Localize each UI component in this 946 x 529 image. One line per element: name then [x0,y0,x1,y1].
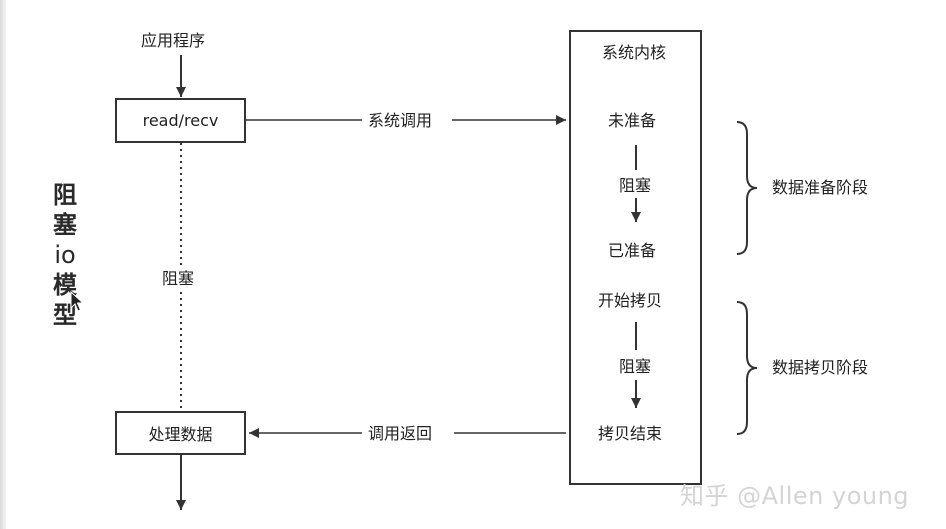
kernel-box [569,30,702,485]
kernel-blocked-2: 阻塞 [619,357,652,376]
kernel-not-ready: 未准备 [608,111,657,130]
kernel-start-copy: 开始拷贝 [598,291,663,310]
kernel-title: 系统内核 [602,43,667,62]
brace-copy [736,301,758,435]
syscall-label: 系统调用 [368,111,433,130]
process-data-label: 处理数据 [148,425,213,444]
kernel-blocked-1: 阻塞 [619,176,652,195]
kernel-copy-done: 拷贝结束 [598,424,663,443]
kernel-ready: 已准备 [608,241,657,260]
read-recv-label: read/recv [142,111,219,130]
app-label: 应用程序 [141,31,206,50]
left-edge-strip [0,0,6,529]
side-title: 阻 塞 io 模 型 [52,180,78,330]
side-title-char: io [54,241,76,269]
side-title-char: 阻 [53,181,77,209]
phase-prepare-label: 数据准备阶段 [772,178,869,197]
read-recv-box: read/recv [115,98,246,143]
blocked-label: 阻塞 [162,269,195,288]
watermark: 知乎 @Allen young [680,482,910,510]
return-label: 调用返回 [368,424,433,443]
mouse-cursor-icon [70,291,84,312]
process-data-box: 处理数据 [115,411,246,455]
brace-prepare [736,121,758,255]
side-title-char: 塞 [53,211,77,239]
phase-copy-label: 数据拷贝阶段 [772,358,869,377]
